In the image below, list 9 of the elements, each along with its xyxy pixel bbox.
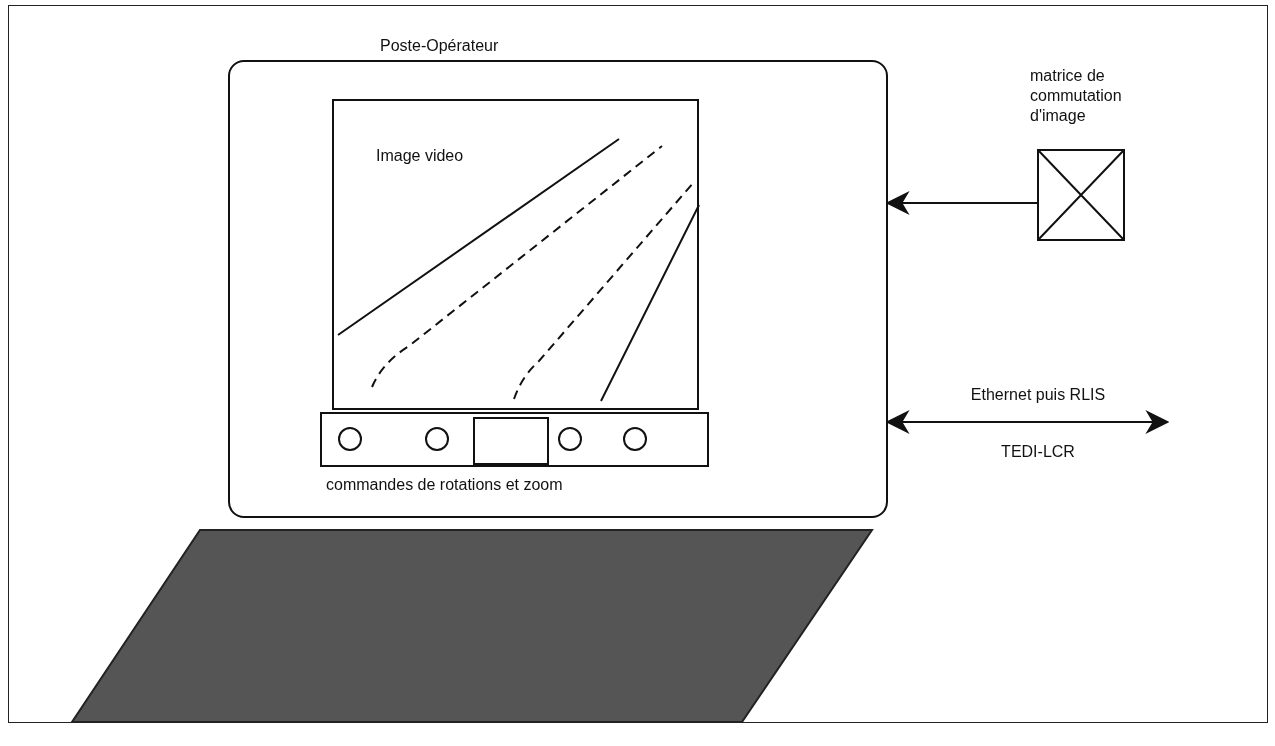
arrow [885, 191, 1039, 215]
monitor-title: Poste-Opérateur [380, 36, 499, 56]
edge-label: Ethernet puis RLIS [970, 385, 1106, 405]
screen-label: Image video [376, 146, 464, 166]
matrix-label: matrice de commutation d'image [1030, 66, 1123, 126]
arrow [885, 410, 1170, 434]
network-label: TEDI-LCR [1001, 442, 1075, 462]
panel-caption: commandes de rotations et zoom [326, 475, 563, 495]
screen-box [332, 99, 699, 410]
